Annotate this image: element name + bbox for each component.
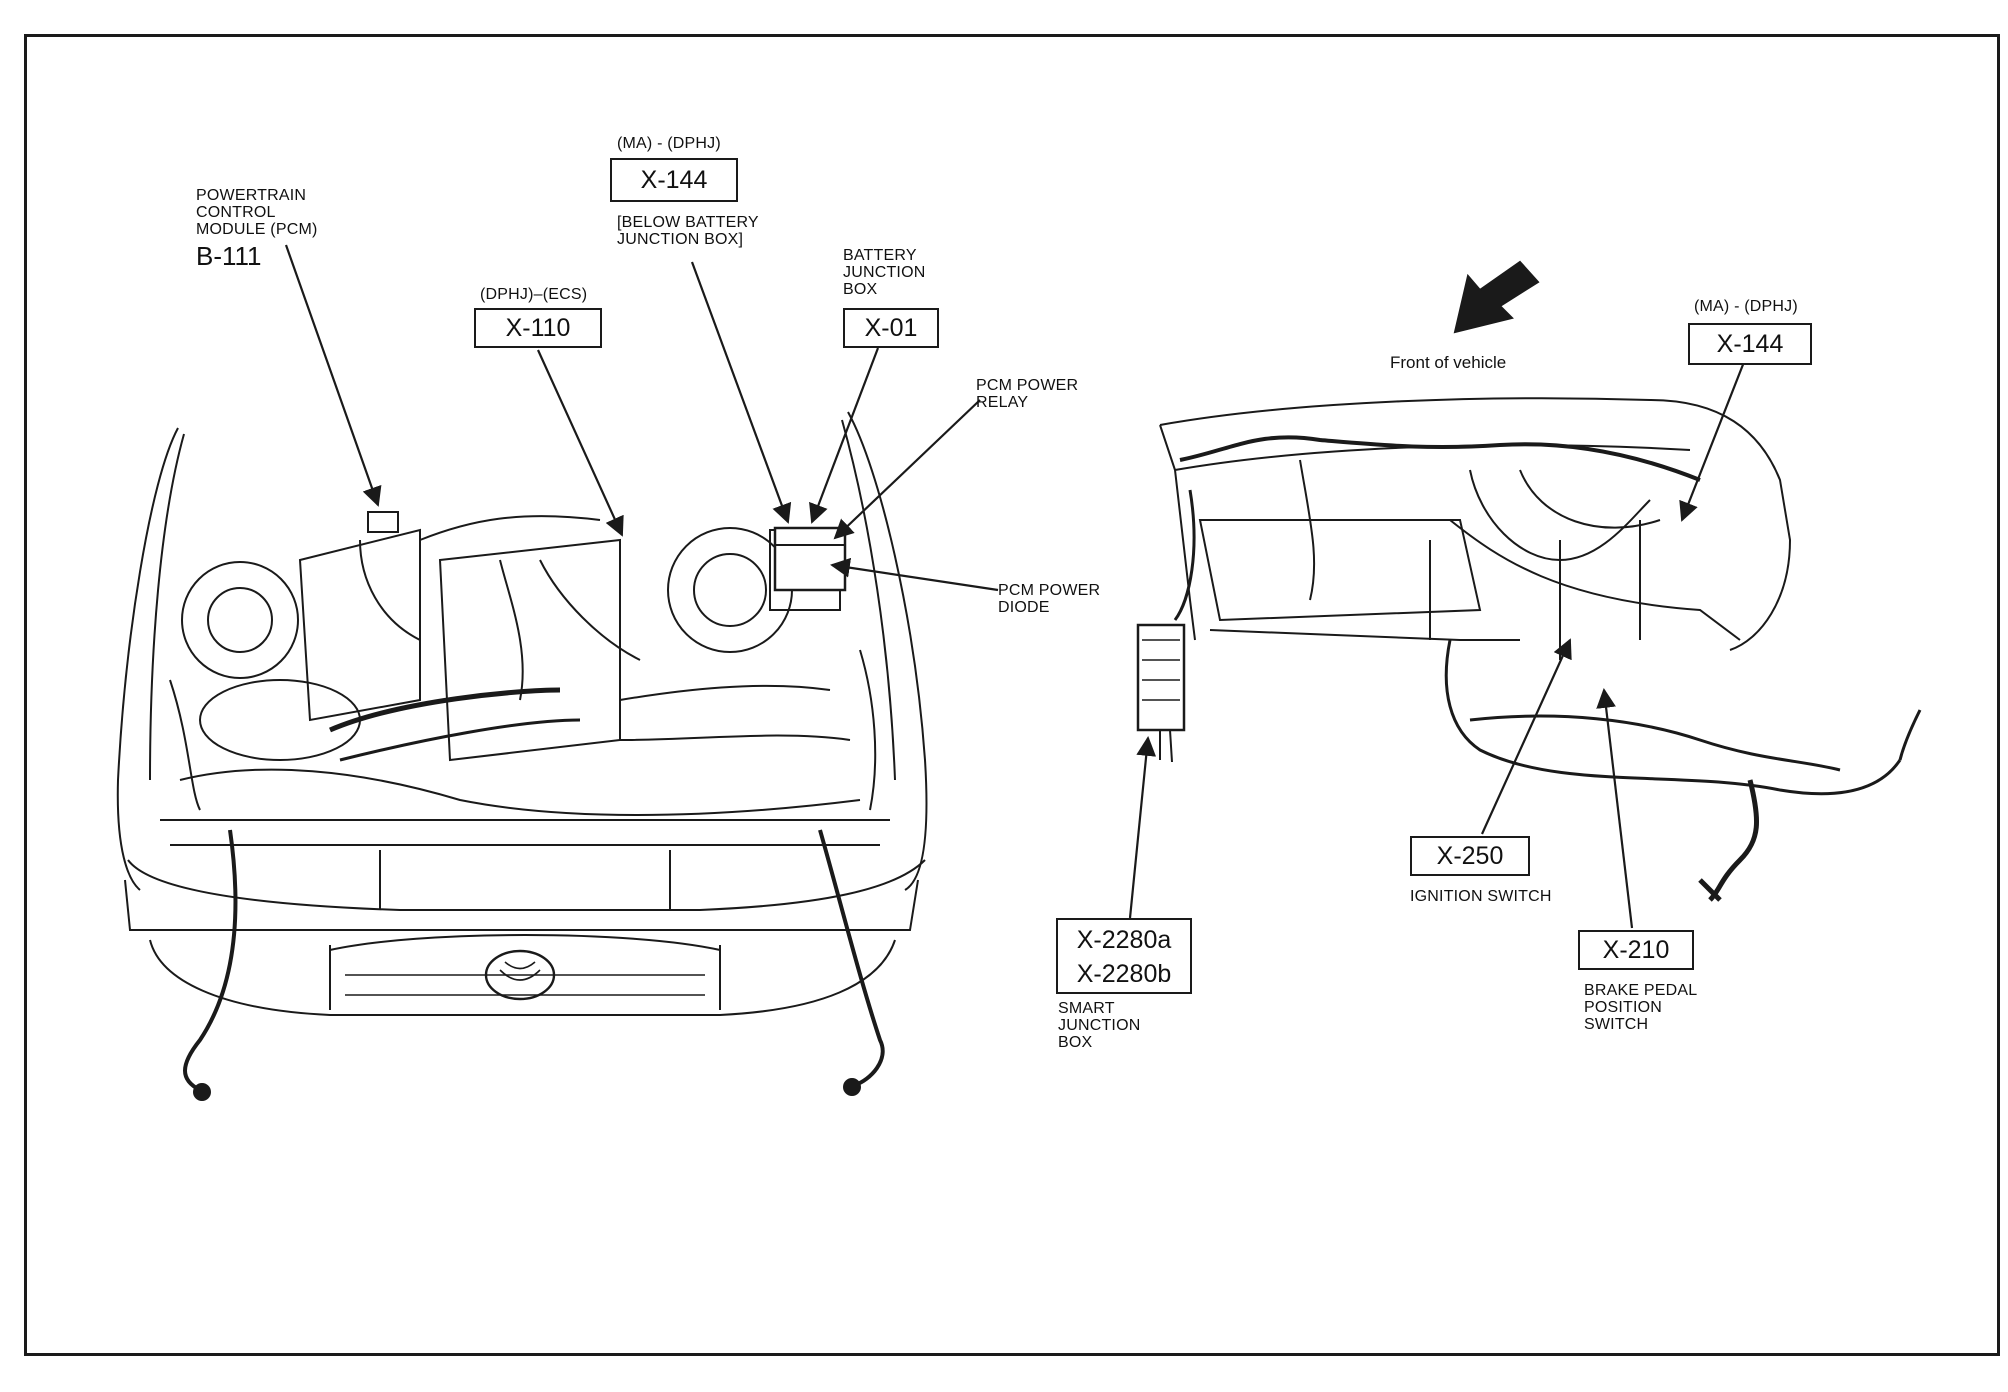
ignition-switch-label: IGNITION SWITCH (1410, 888, 1552, 905)
x144-right-connector-box: X-144 (1688, 323, 1812, 365)
x110-note: (DPHJ)–(ECS) (480, 286, 588, 303)
x210-connector-box: X-210 (1578, 930, 1694, 970)
pcm-id-label: B-111 (196, 241, 262, 271)
engine-compartment-illustration (116, 411, 928, 1101)
pcm-power-diode-label: PCM POWER DIODE (998, 582, 1101, 616)
diagram-frame (24, 34, 2000, 1356)
instrument-panel-illustration (1136, 260, 1922, 902)
x2280b-id: X-2280b (1076, 960, 1172, 988)
x144-top-note: (MA) - (DPHJ) (617, 135, 721, 152)
smart-junction-box-label: SMART JUNCTION BOX (1058, 1000, 1141, 1051)
x110-connector-box: X-110 (474, 308, 602, 348)
x01-connector-box: X-01 (843, 308, 939, 348)
front-of-vehicle-label: Front of vehicle (1390, 353, 1507, 372)
x144-top-description: [BELOW BATTERY JUNCTION BOX] (617, 214, 759, 248)
x2280a-id: X-2280a (1076, 926, 1172, 954)
x250-connector-box: X-250 (1410, 836, 1530, 876)
battery-junction-box-label: BATTERY JUNCTION BOX (843, 247, 926, 298)
x144-right-note: (MA) - (DPHJ) (1694, 298, 1798, 315)
pcm-title-label: POWERTRAIN CONTROL MODULE (PCM) (196, 187, 318, 238)
x144-top-connector-box: X-144 (610, 158, 738, 202)
x2280-connector-box: X-2280a X-2280b (1056, 918, 1192, 994)
leader-lines (284, 244, 1746, 929)
brake-pedal-position-switch-label: BRAKE PEDAL POSITION SWITCH (1584, 982, 1698, 1033)
pcm-power-relay-label: PCM POWER RELAY (976, 377, 1079, 411)
